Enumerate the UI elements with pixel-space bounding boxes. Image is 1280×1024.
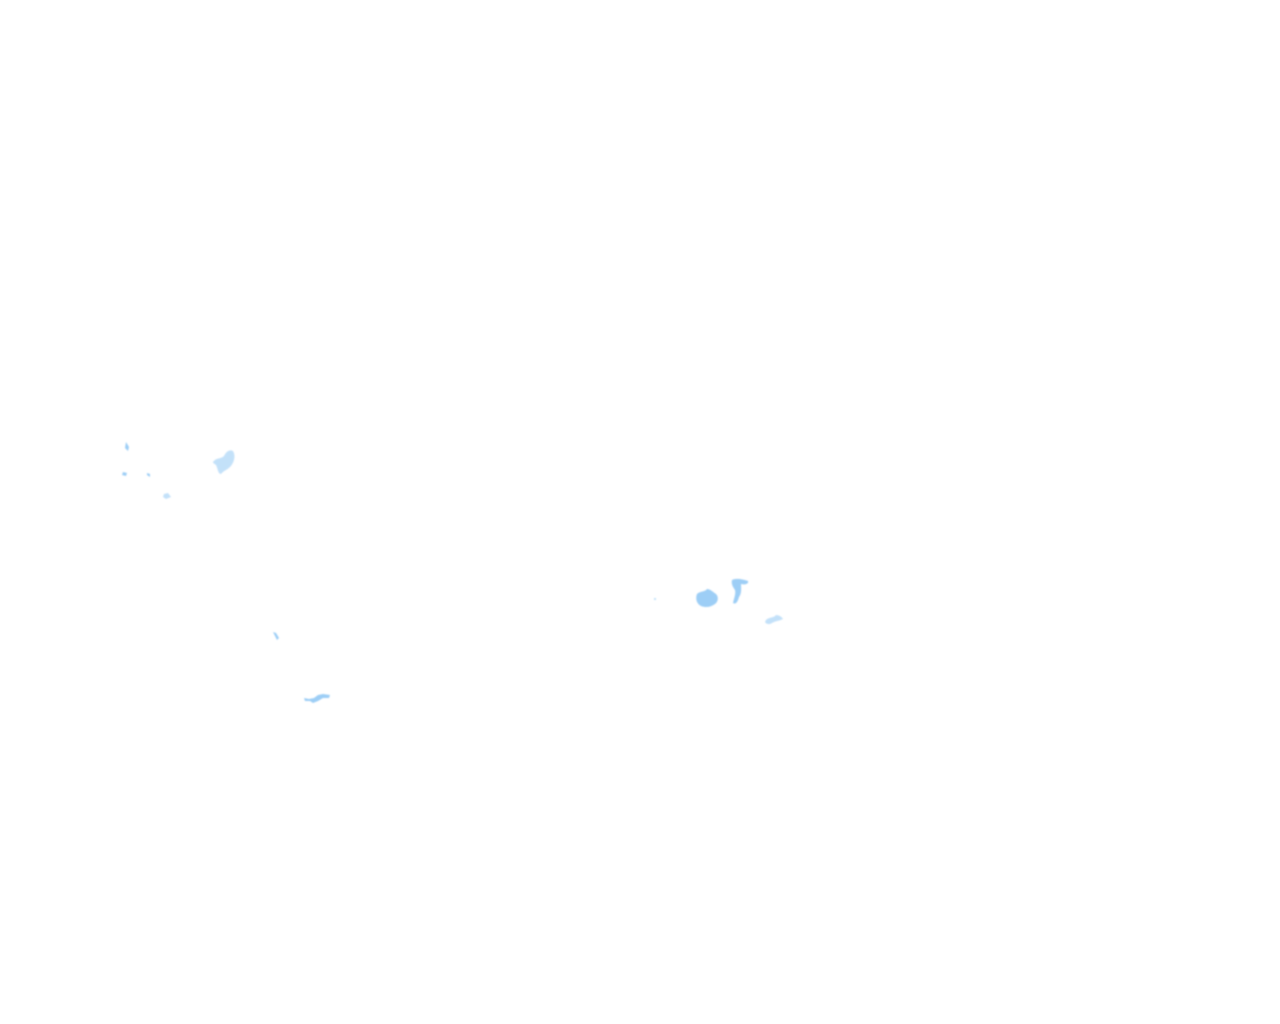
lake-shape: [765, 615, 783, 625]
lake-shape: [125, 442, 129, 451]
lake-shape: [696, 589, 718, 608]
lake-shape: [122, 472, 127, 476]
lake-shape: [731, 578, 749, 604]
lake-shape: [212, 450, 235, 474]
water-layer: [122, 442, 783, 703]
lake-shape: [304, 694, 330, 703]
lake-shape: [147, 473, 150, 477]
lake-shape: [273, 632, 279, 640]
lake-shape: [163, 493, 171, 499]
lake-shape: [654, 598, 656, 600]
